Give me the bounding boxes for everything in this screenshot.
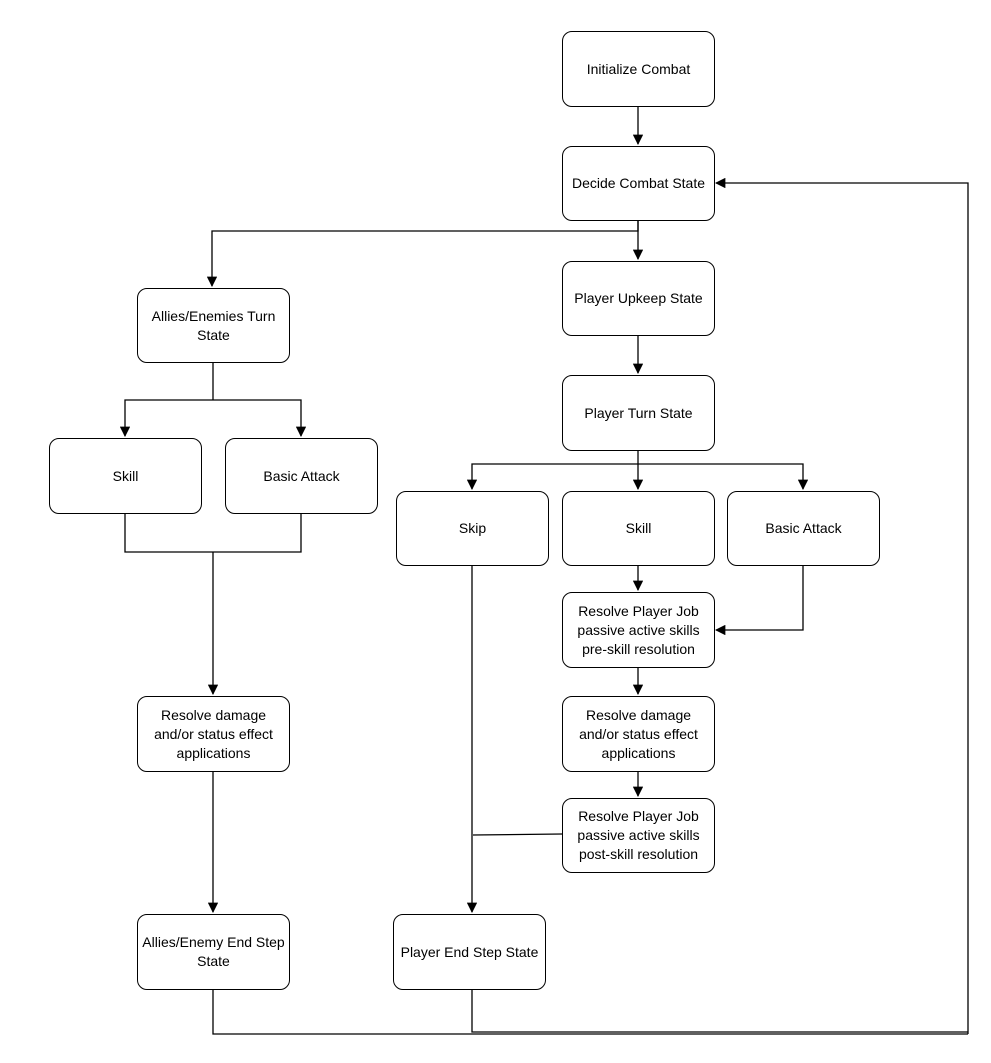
initialize-combat-node: Initialize Combat — [562, 31, 715, 107]
connector-player-end-loop — [471, 990, 968, 1033]
node-label: Decide Combat State — [571, 175, 706, 191]
player-upkeep-state-node: Player Upkeep State — [562, 261, 715, 336]
node-label: Player Upkeep State — [574, 290, 703, 306]
node-label: Resolve damage and/or status effect appl… — [154, 706, 273, 761]
allies-skill-node: Skill — [49, 438, 202, 514]
connector-allies-turn-to-basic-attack — [213, 399, 307, 438]
connector-allies-merge — [124, 514, 302, 553]
node-label: Skill — [625, 520, 652, 536]
node-label: Allies/Enemy End Step State — [142, 934, 285, 969]
player-basic-attack-node: Basic Attack — [727, 491, 880, 566]
post-skill-resolution-node: Resolve Player Job passive active skills… — [562, 798, 715, 873]
node-label: Allies/Enemies Turn State — [151, 307, 276, 343]
pre-skill-resolution-node: Resolve Player Job passive active skills… — [562, 592, 715, 668]
connector-allies-end-loop — [212, 990, 968, 1035]
node-label: Initialize Combat — [586, 60, 691, 77]
connector-player-turn-to-skip — [466, 463, 638, 491]
node-label: Basic Attack — [765, 520, 842, 536]
allies-resolve-damage-node: Resolve damage and/or status effect appl… — [137, 696, 290, 772]
connector-post-skill-to-player-end — [472, 833, 563, 836]
allies-enemy-end-step-node: Allies/Enemy End Step State — [137, 914, 290, 990]
connector-decide-to-allies-turn — [206, 221, 639, 288]
connector-player-turn-to-basic-attack — [638, 463, 809, 491]
node-label: Player End Step State — [400, 943, 539, 960]
node-label: Resolve Player Job passive active skills… — [577, 808, 700, 862]
player-skip-node: Skip — [396, 491, 549, 566]
node-label: Player Turn State — [584, 404, 693, 421]
node-label: Skill — [112, 467, 139, 484]
player-turn-state-node: Player Turn State — [562, 375, 715, 451]
node-label: Skip — [458, 520, 487, 536]
connector-loop-to-decide — [714, 177, 969, 1034]
allies-enemies-turn-state-node: Allies/Enemies Turn State — [137, 288, 290, 363]
decide-combat-state-node: Decide Combat State — [562, 146, 715, 221]
player-end-step-node: Player End Step State — [393, 914, 546, 990]
node-label: Basic Attack — [263, 467, 340, 484]
node-label: Resolve damage and/or status effect appl… — [579, 706, 698, 761]
player-skill-node: Skill — [562, 491, 715, 566]
connector-allies-turn-to-skill — [119, 399, 213, 438]
allies-basic-attack-node: Basic Attack — [225, 438, 378, 514]
player-resolve-damage-node: Resolve damage and/or status effect appl… — [562, 696, 715, 772]
connector-basic-attack-to-pre-skill — [714, 566, 804, 636]
node-label: Resolve Player Job passive active skills… — [577, 602, 700, 657]
